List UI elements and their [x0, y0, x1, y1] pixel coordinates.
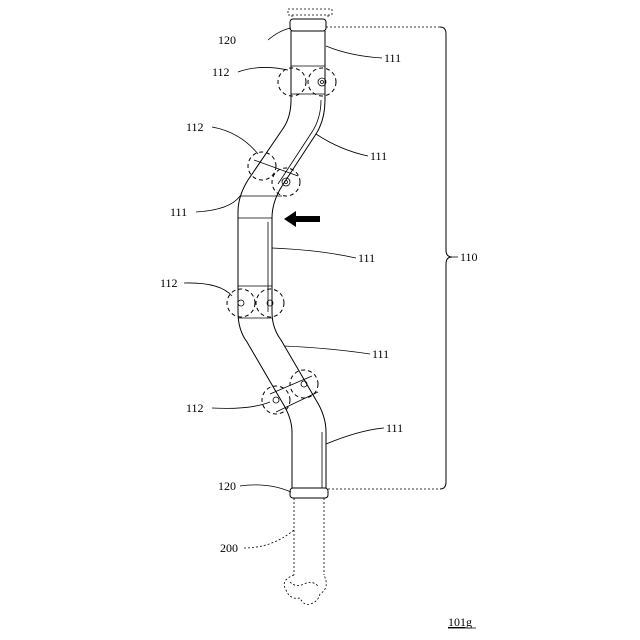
- label-120-bottom: 120: [218, 479, 236, 493]
- label-111-c: 111: [170, 205, 187, 219]
- external-pipe: [284, 498, 326, 604]
- label-112-b: 112: [186, 120, 204, 134]
- label-111-d: 111: [358, 251, 375, 265]
- joint-circles: [227, 68, 336, 414]
- bottom-connector: [290, 488, 328, 498]
- label-112-d: 112: [186, 401, 204, 415]
- labels: 120 111 112 112 111 111 111 110 112 111 …: [160, 33, 478, 629]
- label-112-c: 112: [160, 276, 178, 290]
- assembly-brace: [326, 27, 452, 489]
- label-110: 110: [460, 250, 478, 264]
- label-111-b: 111: [370, 149, 387, 163]
- top-connector: [290, 19, 326, 31]
- fasteners: [238, 78, 326, 403]
- top-dotted-cap: [288, 9, 332, 19]
- label-112-a: 112: [212, 65, 230, 79]
- figure-label: 101g: [448, 615, 472, 629]
- label-111-e: 111: [372, 347, 389, 361]
- label-120-top: 120: [218, 33, 236, 47]
- pipe-body: [238, 31, 326, 488]
- label-111-a: 111: [384, 51, 401, 65]
- label-111-f: 111: [386, 421, 403, 435]
- label-200: 200: [220, 541, 238, 555]
- direction-arrow-icon: [284, 211, 320, 227]
